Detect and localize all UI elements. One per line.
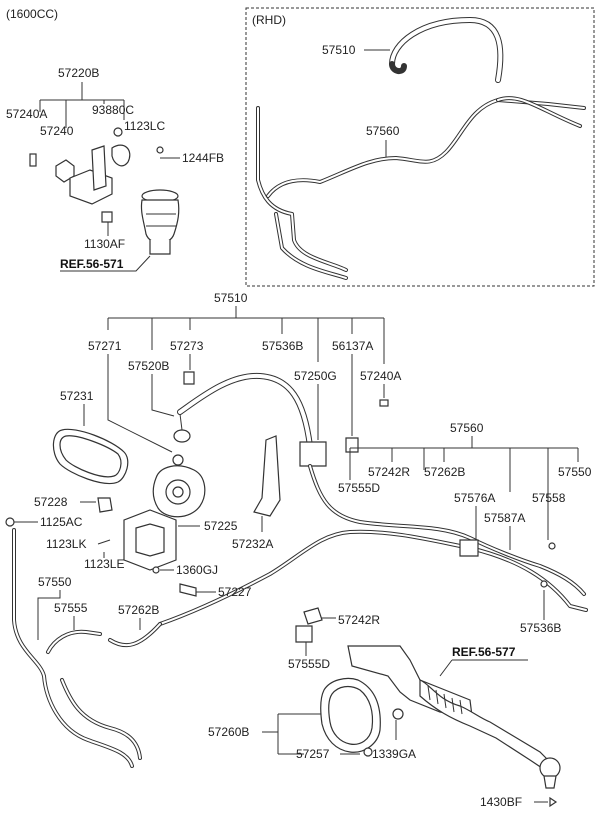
label-57510-rhd: 57510	[322, 43, 356, 57]
label-1123LC: 1123LC	[124, 119, 165, 133]
clip-57242R	[303, 607, 323, 625]
label-1130AF: 1130AF	[84, 237, 125, 251]
label-1125AC: 1125AC	[40, 515, 83, 529]
label-57558: 57558	[532, 491, 566, 505]
heat-shield-57260B	[320, 677, 404, 757]
label-57520B: 57520B	[128, 359, 169, 373]
pin-1430BF	[549, 796, 558, 808]
bolt-1125AC	[5, 517, 15, 527]
bolt-57273	[183, 371, 195, 385]
label-57257: 57257	[296, 747, 330, 761]
suction-hose-left	[12, 528, 162, 768]
engine-variant-label: (1600CC)	[6, 7, 58, 21]
belt-57231	[52, 428, 129, 484]
label-57576A: 57576A	[454, 491, 495, 505]
label-57228: 57228	[34, 495, 68, 509]
label-57271: 57271	[88, 339, 122, 353]
clip-57240A	[379, 399, 389, 407]
label-57555D: 57555D	[288, 657, 330, 671]
label-57560-rhd: 57560	[366, 124, 400, 138]
clamp-93880C	[111, 144, 131, 167]
bolt-1123LC	[113, 127, 123, 137]
leaders-57560-items	[475, 506, 549, 550]
bolt-57227	[179, 583, 197, 597]
label-57262B-top: 57262B	[424, 465, 465, 479]
reservoir-neck	[149, 240, 171, 255]
label-57225: 57225	[204, 519, 238, 533]
label-57242R-top: 57242R	[368, 465, 410, 479]
label-1360GJ: 1360GJ	[176, 563, 218, 577]
steering-pump	[152, 465, 206, 518]
pressure-hose-57510	[173, 372, 327, 467]
ref-56-571: REF.56-571	[60, 257, 124, 271]
washer-57271	[172, 454, 184, 466]
bolt-57228	[97, 497, 113, 513]
label-57555D-top: 57555D	[338, 481, 380, 495]
rhd-label: (RHD)	[252, 13, 286, 27]
label-57260B: 57260B	[208, 725, 249, 739]
label-1430BF: 1430BF	[480, 795, 522, 809]
label-1123LK: 1123LK	[46, 537, 86, 551]
leader-57220B	[39, 82, 125, 128]
label-1339GA: 1339GA	[372, 747, 416, 761]
label-57227: 57227	[218, 585, 252, 599]
pin-57240A	[29, 153, 37, 167]
label-1244FB: 1244FB	[182, 151, 224, 165]
leader-57260B	[262, 713, 324, 755]
label-57262B: 57262B	[118, 603, 159, 617]
leader-57510-tree	[107, 306, 385, 364]
label-57550-left: 57550	[38, 575, 72, 589]
label-57536B: 57536B	[520, 621, 561, 635]
bolt-1244FB	[156, 146, 164, 154]
clip-56137A	[345, 437, 359, 453]
label-57555: 57555	[54, 601, 88, 615]
label-56137A: 56137A	[332, 339, 373, 353]
bolt-1130AF	[101, 211, 113, 223]
reservoir-ribs	[146, 213, 176, 227]
steering-gear-rack	[347, 645, 561, 789]
label-57232A: 57232A	[232, 537, 273, 551]
return-pipe-main	[158, 464, 588, 626]
label-57550-right: 57550	[558, 465, 592, 479]
rhd-return-pipes	[256, 96, 586, 280]
clamp-57555D	[295, 625, 313, 643]
label-93880C: 93880C	[92, 103, 134, 117]
rhd-frame	[245, 7, 595, 287]
clip-57536B	[540, 580, 548, 588]
bolt-1360GJ	[152, 566, 160, 574]
leader-57550-left	[37, 590, 75, 640]
ref-56-577: REF.56-577	[452, 645, 516, 659]
label-1123LE: 1123LE	[84, 557, 124, 571]
label-57240-top: 57240	[40, 124, 74, 138]
bracket-arm	[91, 145, 107, 191]
leader-ref-56-571	[60, 255, 151, 272]
label-57250G: 57250G	[294, 369, 337, 383]
label-57231: 57231	[60, 389, 94, 403]
label-57240A: 57240A	[360, 369, 401, 383]
leader-ref-56-577	[439, 659, 528, 677]
pump-bracket-57225	[123, 509, 177, 571]
label-57536B-top: 57536B	[262, 339, 303, 353]
bracket-57232A	[253, 435, 281, 517]
label-57242R: 57242R	[338, 613, 380, 627]
reservoir-body	[140, 199, 180, 244]
label-57587A: 57587A	[484, 511, 525, 525]
label-57240A-top: 57240A	[6, 107, 47, 121]
label-57560: 57560	[450, 421, 484, 435]
leaders-57510-items	[107, 354, 385, 453]
label-57273: 57273	[170, 339, 204, 353]
leader-57560-tree	[349, 436, 579, 540]
rhd-pressure-hose	[389, 17, 504, 83]
label-57220B: 57220B	[58, 66, 99, 80]
leader-1123LK	[97, 539, 111, 545]
label-57510: 57510	[214, 291, 248, 305]
